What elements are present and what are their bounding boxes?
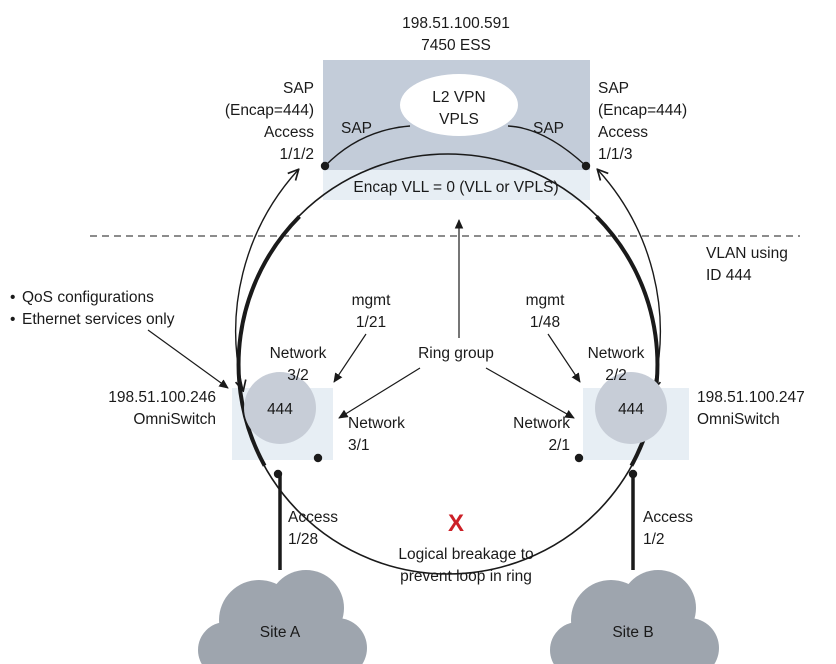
l2-vpn-ellipse [400, 74, 518, 136]
ess-link-right [507, 125, 587, 167]
breakage-line1: Logical breakage to [398, 546, 533, 563]
ess-model: 7450 ESS [421, 37, 491, 54]
site-a-label: Site A [260, 624, 301, 641]
ess-link-left [324, 125, 411, 167]
sap-left-line1: SAP [283, 80, 314, 97]
switch-left-type: OmniSwitch [133, 411, 216, 428]
encap-vll-band [323, 170, 590, 200]
switch-right-net-upper-line2: 2/2 [605, 367, 627, 384]
switch-right-net-lower-line1: Network [513, 415, 570, 432]
ess-sap-left-label: SAP [341, 120, 372, 137]
site-b-label: Site B [612, 624, 653, 641]
ess-ip: 198.51.100.591 [402, 15, 510, 32]
ring-group-arrow-right [485, 367, 575, 419]
switch-left-net-lower-line1: Network [348, 415, 405, 432]
ess-sap-right-label: SAP [533, 120, 564, 137]
note-qos: QoS configurations [22, 289, 154, 306]
port-dot [581, 161, 591, 171]
vlan-line1: VLAN using [706, 245, 788, 262]
switch-left-circle [244, 372, 316, 444]
sap-right-line1: SAP [598, 80, 629, 97]
switch-right-access-line2: 1/2 [643, 531, 665, 548]
switch-right-ip: 198.51.100.247 [697, 389, 805, 406]
sap-left-line4: 1/1/2 [280, 146, 314, 163]
switch-left-net-upper-line2: 3/2 [287, 367, 309, 384]
port-dot [574, 453, 584, 463]
switch-left-vlan: 444 [267, 401, 293, 418]
breakage-line2: prevent loop in ring [400, 568, 532, 585]
switch-left-ip: 198.51.100.246 [108, 389, 216, 406]
mgmt-right-arrow [547, 333, 581, 383]
encap-vll-label: Encap VLL = 0 (VLL or VPLS) [353, 179, 558, 196]
sap-flow-left [236, 170, 298, 390]
sap-right-line3: Access [598, 124, 648, 141]
ring-group-label: Ring group [418, 345, 494, 362]
notes-arrow [147, 329, 229, 389]
l2-vpn-label: L2 VPN [432, 89, 485, 106]
vlan-line2: ID 444 [706, 267, 752, 284]
switch-right-vlan: 444 [618, 401, 644, 418]
ring-group-arrow-left [338, 367, 421, 419]
sap-left-line2: (Encap=444) [225, 102, 314, 119]
switch-right-circle [595, 372, 667, 444]
vpls-label: VPLS [439, 111, 479, 128]
port-dot [313, 453, 323, 463]
switch-left-access-line2: 1/28 [288, 531, 318, 548]
sap-right-line2: (Encap=444) [598, 102, 687, 119]
switch-left-access-line1: Access [288, 509, 338, 526]
switch-right-net-upper-line1: Network [588, 345, 645, 362]
mgmt-left-line2: 1/21 [356, 314, 386, 331]
port-dot [320, 161, 330, 171]
note-ethernet: Ethernet services only [22, 311, 175, 328]
mgmt-left-line1: mgmt [352, 292, 391, 309]
switch-right-access-line1: Access [643, 509, 693, 526]
cloud-site-b [550, 570, 719, 664]
sap-left-line3: Access [264, 124, 314, 141]
switch-left-net-upper-line1: Network [270, 345, 327, 362]
mgmt-left-arrow [333, 333, 367, 383]
switch-left-net-lower-line2: 3/1 [348, 437, 370, 454]
mgmt-right-line2: 1/48 [530, 314, 560, 331]
note-bullet: • [10, 289, 15, 306]
switch-right-type: OmniSwitch [697, 411, 780, 428]
switch-right-net-lower-line2: 2/1 [548, 437, 570, 454]
mgmt-right-line1: mgmt [526, 292, 565, 309]
sap-right-line4: 1/1/3 [598, 146, 632, 163]
note-bullet: • [10, 311, 15, 328]
cloud-site-a [198, 570, 367, 664]
sap-flow-right [598, 170, 660, 390]
breakage-mark: X [448, 510, 464, 537]
